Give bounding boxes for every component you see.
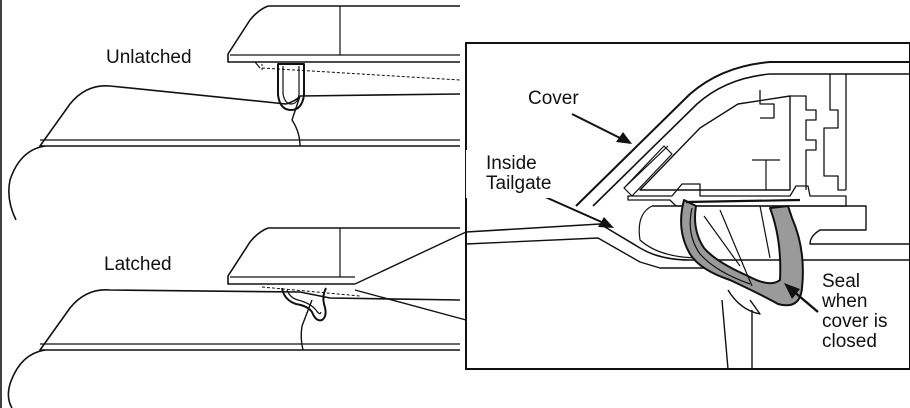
latched-tailgate xyxy=(39,289,461,351)
unlatched-label: Unlatched xyxy=(106,47,192,68)
latched-label: Latched xyxy=(104,254,172,275)
latched-cover xyxy=(227,227,460,285)
latched-view xyxy=(7,227,461,408)
unlatched-cover xyxy=(227,5,460,63)
seal-arrow xyxy=(791,289,819,313)
latched-latch xyxy=(281,287,327,322)
seal-label: Seal when cover is closed xyxy=(822,272,887,352)
cover-label: Cover xyxy=(528,88,579,109)
seal-line-3: cover is xyxy=(822,311,888,332)
unlatched-view xyxy=(8,5,461,220)
seal-line-1: Seal xyxy=(822,271,861,292)
cover-profile xyxy=(575,61,910,207)
zoom-callout-lines xyxy=(354,231,467,321)
seal-line-4: closed xyxy=(822,331,877,352)
unlatched-latch xyxy=(277,63,305,111)
cover-arrow xyxy=(571,113,625,141)
inside-tailgate-edge xyxy=(466,223,910,261)
inside-tailgate-arrow xyxy=(542,195,607,225)
seal-line-2: when xyxy=(822,291,868,312)
inside-tailgate-line-2: Tailgate xyxy=(486,173,552,194)
inside-tailgate-line-1: Inside xyxy=(486,153,537,174)
detail-view xyxy=(466,61,910,369)
inside-tailgate-label: Inside Tailgate xyxy=(486,154,552,194)
unlatched-tailgate xyxy=(39,85,461,147)
